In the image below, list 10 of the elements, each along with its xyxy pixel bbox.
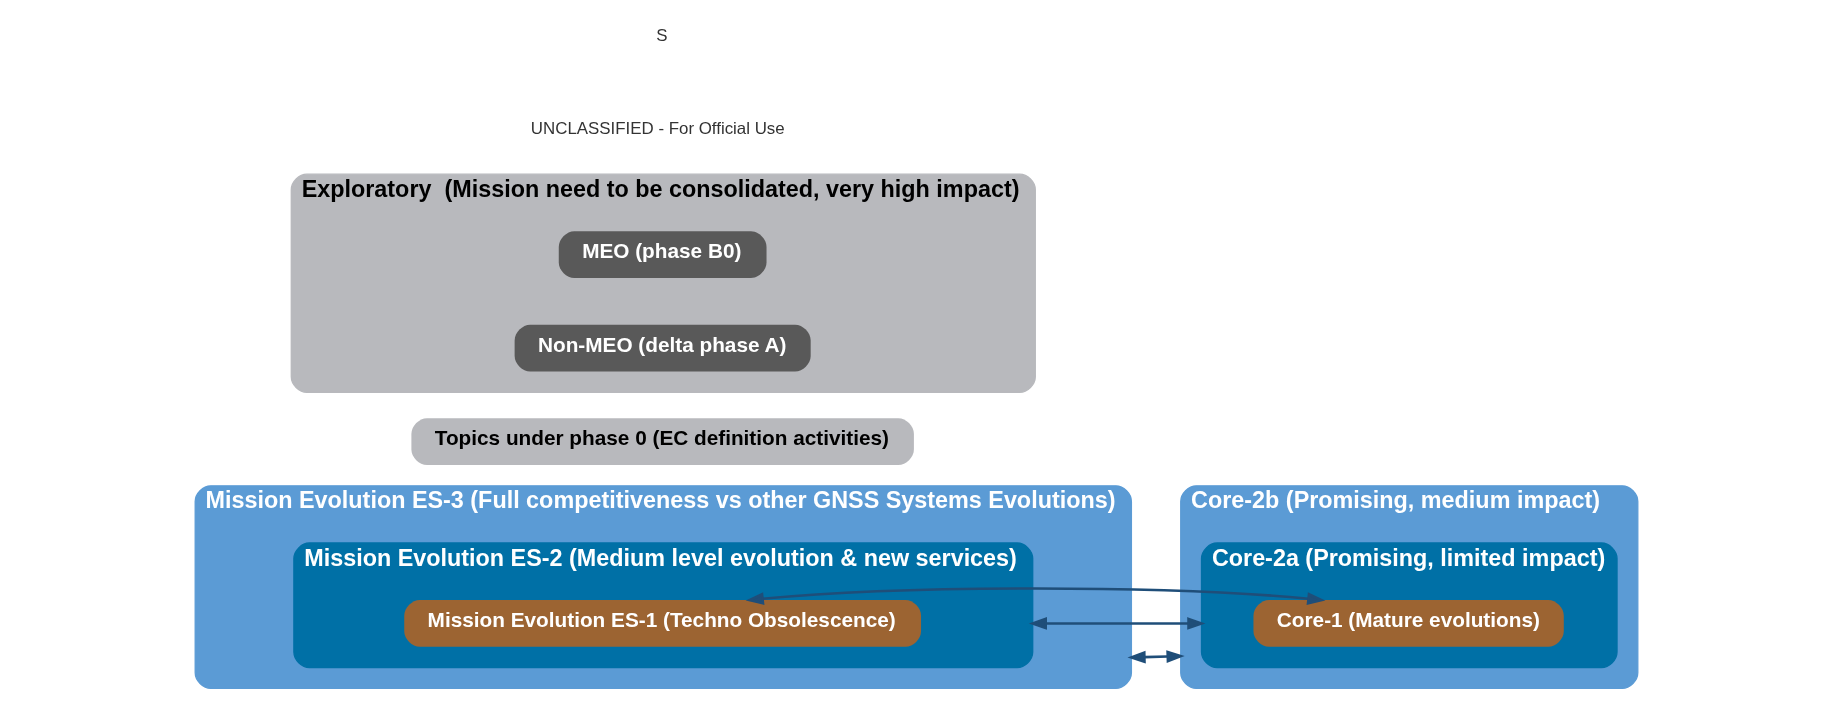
- label: UNCLASSIFIED - For Official Use: [530, 119, 785, 139]
- arrow: [1028, 617, 1205, 630]
- node-box: Non-MEO (delta phase A): [514, 324, 811, 372]
- node-box: Core-1 (Mature evolutions): [1252, 600, 1564, 647]
- node-box: Mission Evolution ES-1 (Techno Obsolescence): [403, 600, 921, 647]
- arrow: [1126, 650, 1185, 664]
- node-box: Topics under phase 0 (EC definition activities): [410, 418, 914, 466]
- label: S: [655, 25, 667, 45]
- arrow: [745, 587, 1325, 605]
- node-box: MEO (phase B0): [558, 231, 767, 279]
